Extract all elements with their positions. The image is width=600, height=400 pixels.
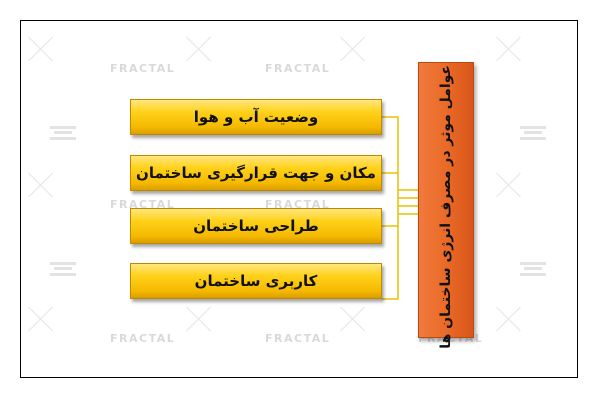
factor-label: طراحی ساختمان [193,217,319,235]
image-frame [20,20,578,378]
watermark-text: FRACTAL [265,198,331,211]
main-factor-label: عوامل موثر در مصرف انرژی ساختمان ها [438,65,454,349]
watermark-text: FRACTAL [265,62,331,75]
watermark-logo-icon [520,262,546,276]
watermark-text: FRACTAL [110,198,176,211]
factor-box-climate: وضعیت آب و هوا [130,99,382,135]
watermark-logo-icon [520,126,546,140]
watermark-text: FRACTAL [110,62,176,75]
factor-label: کاربری ساختمان [194,272,318,290]
factor-label: وضعیت آب و هوا [193,108,319,126]
factor-box-usage: کاربری ساختمان [130,263,382,299]
watermark-text: FRACTAL [110,332,176,345]
factor-box-design: طراحی ساختمان [130,208,382,244]
watermark-logo-icon [50,126,76,140]
watermark-logo-icon [50,262,76,276]
connector-line [382,116,399,300]
factor-label: مکان و جهت قرارگیری ساختمان [136,164,376,182]
factor-box-location: مکان و جهت قرارگیری ساختمان [130,155,382,191]
main-factor-box: عوامل موثر در مصرف انرژی ساختمان ها [418,62,474,349]
watermark-text: FRACTAL [265,332,331,345]
